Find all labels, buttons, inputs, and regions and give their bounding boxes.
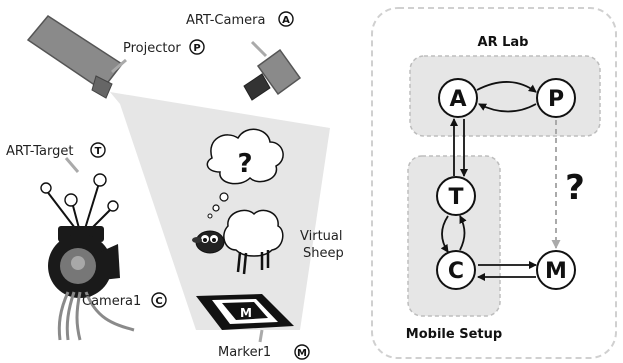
camera1-label: Camera1: [82, 294, 141, 309]
svg-text:P: P: [193, 43, 200, 54]
projector-label: Projector: [123, 41, 181, 56]
art-target-leader: [64, 157, 80, 173]
ar-lab-title: AR Lab: [478, 35, 529, 50]
projector-beam: [110, 92, 330, 330]
edge-p-to-a: [478, 103, 537, 113]
mobile-setup-title: Mobile Setup: [406, 327, 502, 342]
node-c: C: [436, 250, 476, 290]
svg-text:T: T: [448, 185, 463, 210]
thought-bubble: [206, 128, 284, 219]
edges: [440, 81, 561, 281]
node-t: T: [436, 176, 476, 216]
sheep-label: Sheep: [303, 246, 344, 261]
camera1-badge: C: [151, 292, 167, 308]
art-target-label: ART-Target: [6, 144, 73, 159]
art-camera-label: ART-Camera: [186, 13, 265, 28]
edge-a-to-p: [476, 81, 537, 93]
node-m: M: [536, 250, 576, 290]
art-target-badge: T: [90, 142, 106, 158]
right-diagram: AR Lab Mobile Setup ? A P T: [371, 7, 617, 359]
outer-dashed-frame: [371, 7, 617, 359]
marker1: M: [196, 294, 294, 330]
node-p: P: [536, 78, 576, 118]
svg-text:M: M: [297, 348, 307, 359]
marker1-leader: [258, 329, 264, 343]
edge-c-to-t: [459, 215, 467, 251]
svg-text:A: A: [282, 15, 290, 26]
unknown-link-question-mark: ?: [565, 168, 585, 208]
marker1-badge: M: [294, 344, 310, 360]
camera1-device: [48, 226, 135, 341]
projector-badge: P: [189, 39, 205, 55]
virtual-sheep: [192, 209, 284, 275]
svg-text:P: P: [548, 87, 564, 112]
svg-text:M: M: [545, 259, 567, 284]
projector-device: [26, 15, 127, 99]
svg-text:M: M: [240, 306, 252, 320]
svg-text:A: A: [449, 87, 466, 112]
edge-t-to-c: [440, 215, 449, 253]
art-camera-badge: A: [278, 11, 294, 27]
thought-question-mark: ?: [237, 149, 252, 179]
left-scene: Projector P ART-Camera A ?: [6, 11, 344, 360]
art-target: [40, 173, 119, 233]
art-camera-device: [243, 40, 302, 101]
node-a: A: [438, 78, 478, 118]
svg-text:C: C: [155, 296, 162, 307]
marker1-label: Marker1: [218, 345, 271, 360]
virtual-label: Virtual: [300, 229, 342, 244]
svg-text:T: T: [95, 146, 102, 157]
svg-text:C: C: [448, 259, 464, 284]
